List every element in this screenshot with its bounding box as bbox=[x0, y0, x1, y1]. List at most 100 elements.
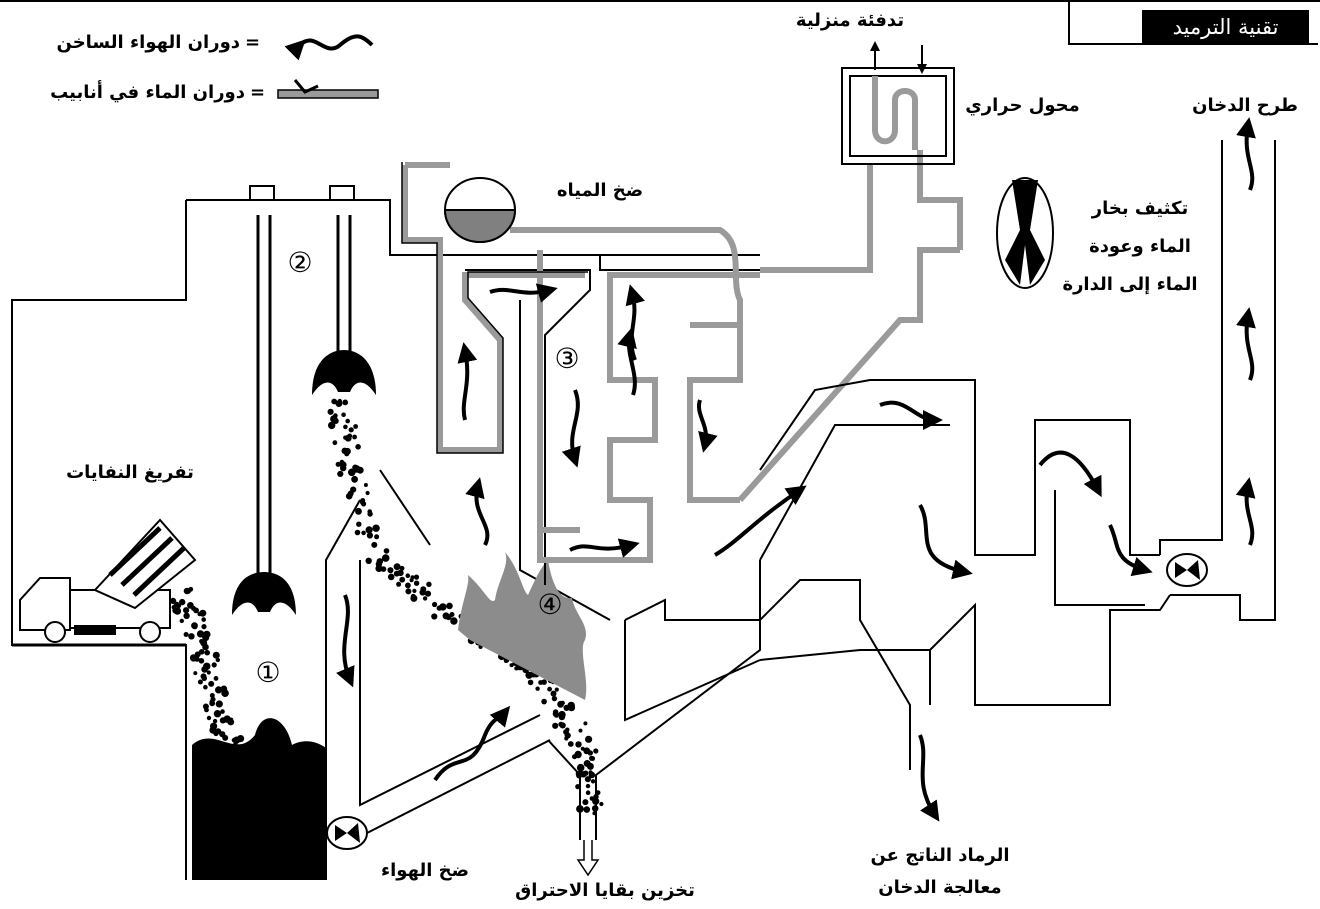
waste-particle bbox=[599, 801, 604, 807]
waste-particle bbox=[413, 580, 420, 586]
label-home-heating: تدفئة منزلية bbox=[795, 10, 905, 31]
waste-particle bbox=[399, 576, 406, 583]
label-residue-storage: تخزين بقايا الاحتراق bbox=[515, 880, 695, 901]
waste-particle bbox=[342, 399, 349, 406]
legend-hot-air-label: دوران الهواء الساخن bbox=[56, 32, 241, 53]
waste-particle bbox=[335, 400, 343, 407]
waste-particle bbox=[220, 709, 225, 714]
waste-particle bbox=[387, 573, 395, 581]
waste-particle bbox=[353, 424, 358, 429]
waste-particle bbox=[564, 736, 569, 741]
label-condensation-2: الماء وعودة bbox=[1089, 236, 1191, 257]
waste-particle bbox=[191, 622, 198, 629]
waste-particle bbox=[337, 470, 344, 477]
waste-particle bbox=[193, 671, 198, 676]
waste-pile bbox=[192, 718, 326, 880]
waste-particle bbox=[405, 573, 411, 578]
waste-particle bbox=[552, 722, 559, 729]
waste-particle bbox=[514, 666, 519, 671]
waste-particle bbox=[396, 581, 402, 587]
waste-particle bbox=[593, 748, 599, 754]
waste-particle bbox=[567, 704, 576, 712]
waste-particle bbox=[200, 639, 208, 647]
waste-particle bbox=[424, 590, 432, 597]
waste-particle bbox=[426, 581, 432, 587]
waste-particle bbox=[575, 741, 582, 748]
condenser bbox=[996, 177, 1054, 289]
marker-2: ② bbox=[287, 246, 312, 279]
legend-water-pipe-symbol bbox=[277, 79, 379, 99]
crane-grab-upper bbox=[312, 350, 376, 395]
waste-particle bbox=[211, 662, 217, 668]
waste-particle bbox=[383, 548, 390, 554]
waste-particle bbox=[554, 713, 559, 718]
waste-particle bbox=[223, 743, 231, 750]
label-smoke-release: طرح الدخان bbox=[1192, 95, 1298, 116]
waste-particle bbox=[409, 578, 414, 583]
waste-particle bbox=[584, 776, 592, 783]
waste-particle bbox=[587, 750, 593, 756]
waste-particle bbox=[213, 676, 219, 681]
waste-particle bbox=[405, 588, 412, 595]
waste-particle bbox=[527, 679, 534, 686]
title-frame bbox=[1068, 0, 1318, 45]
waste-particle bbox=[578, 728, 583, 733]
label-water-pump: ضخ المياه bbox=[556, 180, 644, 201]
air-fan-icon bbox=[326, 739, 551, 850]
waste-particle bbox=[183, 632, 189, 637]
waste-particle bbox=[220, 685, 228, 693]
waste-particle bbox=[412, 588, 417, 594]
water-pipes-outline bbox=[401, 162, 588, 454]
waste-particle bbox=[215, 728, 222, 735]
waste-particle bbox=[387, 567, 393, 573]
waste-particle bbox=[419, 589, 427, 596]
waste-particle bbox=[588, 770, 593, 775]
waste-particle bbox=[380, 566, 387, 572]
waste-particle bbox=[208, 680, 215, 687]
legend-hot-air-symbol bbox=[284, 34, 374, 61]
waste-particle bbox=[179, 598, 186, 606]
garbage-truck bbox=[12, 518, 197, 647]
waste-particle bbox=[203, 684, 208, 690]
waste-particle bbox=[365, 557, 372, 564]
hot-air-arrows bbox=[336, 117, 1256, 822]
waste-particle bbox=[199, 609, 207, 617]
waste-particle bbox=[348, 468, 356, 477]
waste-particle bbox=[393, 563, 401, 571]
waste-particle bbox=[563, 729, 569, 735]
waste-particle bbox=[366, 532, 373, 539]
waste-particle bbox=[450, 617, 458, 625]
residue-outlet-arrow bbox=[576, 840, 600, 877]
waste-particle bbox=[557, 700, 564, 708]
legend-equals-1: = bbox=[245, 32, 261, 53]
heat-exchanger bbox=[841, 41, 955, 165]
waste-particle bbox=[215, 657, 220, 663]
waste-particle bbox=[188, 633, 195, 640]
furnace bbox=[359, 300, 761, 840]
label-ash-1: الرماد الناتج عن bbox=[870, 845, 1010, 866]
waste-particle bbox=[202, 703, 209, 710]
waste-particle bbox=[227, 718, 235, 726]
waste-particle bbox=[563, 704, 570, 712]
waste-particle bbox=[343, 435, 348, 440]
water-pipes bbox=[402, 150, 963, 563]
waste-particle bbox=[206, 670, 211, 675]
waste-particle bbox=[183, 607, 190, 614]
waste-particle bbox=[237, 735, 245, 743]
waste-particle bbox=[574, 750, 582, 759]
waste-particle bbox=[439, 603, 447, 611]
waste-particle bbox=[213, 710, 222, 718]
waste-particle bbox=[201, 617, 206, 622]
waste-particle bbox=[343, 424, 348, 430]
waste-particle bbox=[354, 529, 361, 536]
waste-particle bbox=[328, 421, 336, 430]
waste-particle bbox=[355, 510, 360, 515]
boiler-walls bbox=[465, 255, 761, 722]
marker-3: ③ bbox=[554, 342, 579, 375]
waste-particle bbox=[351, 475, 358, 483]
waste-particle bbox=[176, 603, 182, 609]
waste-particle bbox=[585, 735, 593, 743]
waste-particle bbox=[340, 464, 347, 472]
waste-particle bbox=[233, 741, 238, 747]
